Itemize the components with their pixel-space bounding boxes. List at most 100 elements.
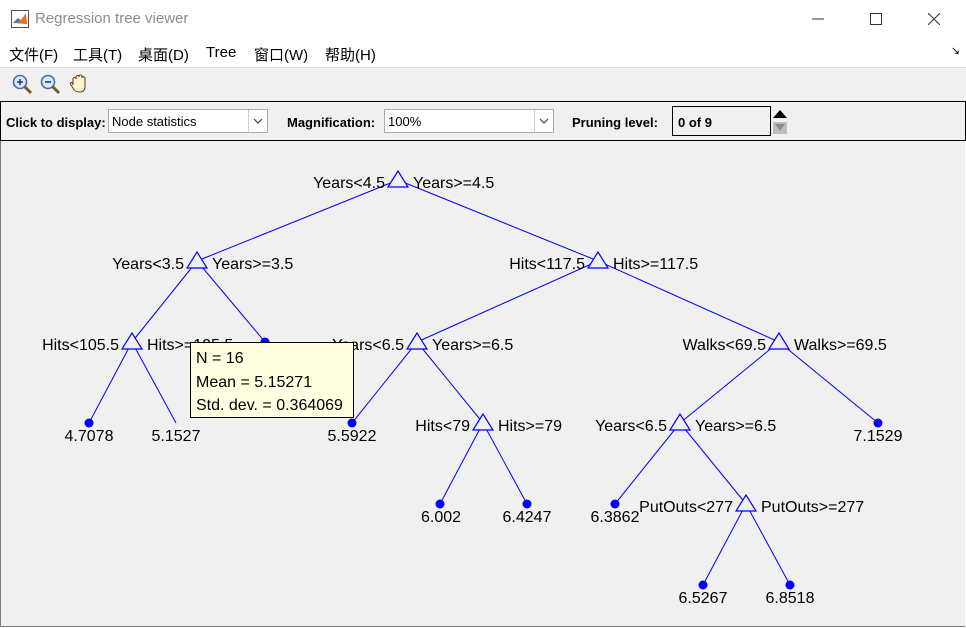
split-label-right: Years>=4.5 (413, 175, 494, 192)
edge (416, 260, 599, 343)
leaf-node-dot[interactable] (435, 499, 445, 509)
edge (614, 422, 681, 505)
split-label-right: Years>=6.5 (432, 337, 513, 354)
leaf-node-dot[interactable] (785, 580, 795, 590)
branch-node-triangle[interactable] (471, 412, 495, 431)
leaf-node-dot[interactable] (347, 418, 357, 428)
split-label-left: Years<4.5 (313, 175, 385, 192)
minimize-icon (812, 18, 824, 20)
split-label-right: Years>=3.5 (212, 256, 293, 273)
branch-node-triangle[interactable] (405, 331, 429, 350)
magnification-label: Magnification: (287, 115, 376, 130)
split-label-left: Hits<117.5 (509, 256, 585, 273)
tooltip-mean: Mean = 5.15271 (196, 373, 313, 391)
edge (439, 422, 484, 505)
edge (679, 341, 780, 424)
display-select[interactable]: Node statistics (108, 109, 268, 133)
menu-tree[interactable]: Tree (206, 44, 237, 61)
edge (416, 341, 484, 424)
pruning-label: Pruning level: (572, 115, 658, 130)
leaf-node-dot[interactable] (84, 418, 94, 428)
split-label-right: Hits>=79 (498, 418, 562, 435)
leaf-value-label: 6.002 (421, 509, 461, 526)
leaf-value-label: 5.1527 (152, 428, 201, 445)
branch-node-triangle[interactable] (185, 250, 209, 269)
edge (745, 503, 791, 586)
split-label-left: Hits<105.5 (42, 337, 119, 354)
display-select-value: Node statistics (112, 114, 197, 129)
control-panel: Click to display: Node statistics Magnif… (0, 101, 966, 141)
pruning-level-value: 0 of 9 (678, 115, 712, 130)
minimize-button[interactable] (798, 6, 838, 32)
menu-help[interactable]: 帮助(H) (325, 47, 376, 64)
edge (397, 179, 599, 262)
split-label-left: Walks<69.5 (683, 337, 767, 354)
leaf-value-label: 4.7078 (65, 428, 114, 445)
edge (131, 341, 177, 424)
window-title: Regression tree viewer (35, 10, 189, 27)
menu-bar: 文件(F) 工具(T) 桌面(D) Tree 窗口(W) 帮助(H) ↘ (0, 38, 966, 66)
split-label-right: Hits>=117.5 (613, 256, 698, 273)
node-statistics-tooltip: N = 16 Mean = 5.15271 Std. dev. = 0.3640… (190, 342, 354, 418)
menu-file[interactable]: 文件(F) (9, 47, 59, 64)
display-label: Click to display: (6, 115, 106, 130)
dock-arrow-icon[interactable]: ↘ (950, 45, 960, 57)
menu-desktop[interactable]: 桌面(D) (138, 47, 189, 64)
pan-hand-icon[interactable] (67, 72, 91, 96)
edge (482, 422, 528, 505)
chevron-down-icon (534, 110, 553, 132)
branch-node-triangle[interactable] (668, 412, 692, 431)
close-icon (928, 13, 940, 25)
leaf-node-dot[interactable] (873, 418, 883, 428)
matlab-logo-icon (11, 10, 29, 28)
branch-node-triangle[interactable] (586, 250, 610, 269)
magnification-select[interactable]: 100% (384, 109, 554, 133)
edge (131, 260, 198, 343)
spin-up-icon[interactable] (773, 110, 787, 118)
edge (351, 341, 418, 424)
leaf-value-label: 6.5267 (679, 590, 728, 607)
split-label-right: PutOuts>=277 (761, 499, 864, 516)
close-button[interactable] (914, 6, 954, 32)
leaf-node-dot[interactable] (522, 499, 532, 509)
toolbar (0, 67, 966, 101)
branch-node-triangle[interactable] (120, 331, 144, 350)
tooltip-count: N = 16 (196, 350, 244, 367)
pruning-level-field: 0 of 9 (672, 106, 771, 136)
edge (778, 341, 879, 424)
branch-node-triangle[interactable] (734, 493, 758, 512)
zoom-in-icon[interactable] (10, 72, 34, 96)
split-label-right: Years>=6.5 (695, 418, 776, 435)
split-label-right: Walks>=69.5 (794, 337, 887, 354)
edge (196, 179, 399, 262)
branch-node-triangle[interactable] (386, 169, 410, 188)
edge (196, 260, 266, 343)
split-label-left: Hits<79 (415, 418, 470, 435)
edge (679, 422, 747, 505)
maximize-icon (870, 13, 882, 25)
menu-window[interactable]: 窗口(W) (254, 47, 309, 64)
leaf-node-dot[interactable] (610, 499, 620, 509)
leaf-node-dot[interactable] (698, 580, 708, 590)
leaf-value-label: 7.1529 (854, 428, 903, 445)
menu-tools[interactable]: 工具(T) (73, 47, 123, 64)
maximize-button[interactable] (856, 6, 896, 32)
tree-canvas[interactable]: Years<4.5 Years>=4.5 Years<3.5 Years>=3.… (0, 141, 965, 627)
split-label-left: Years<3.5 (112, 256, 184, 273)
edge (702, 503, 747, 586)
zoom-out-icon[interactable] (38, 72, 62, 96)
leaf-value-label: 6.4247 (503, 509, 552, 526)
title-bar: Regression tree viewer (0, 0, 966, 38)
split-label-left: PutOuts<277 (639, 499, 733, 516)
split-label-left: Years<6.5 (595, 418, 667, 435)
leaf-value-label: 5.5922 (328, 428, 377, 445)
tooltip-std-dev: Std. dev. = 0.364069 (196, 397, 343, 414)
leaf-value-label: 6.3862 (591, 509, 640, 526)
magnification-select-value: 100% (388, 114, 422, 129)
branch-node-triangle[interactable] (767, 331, 791, 350)
pruning-spinner[interactable] (772, 106, 788, 136)
edge (597, 260, 780, 343)
tree-diagram: Years<4.5 Years>=4.5 Years<3.5 Years>=3.… (42, 169, 903, 607)
leaf-value-label: 6.8518 (766, 590, 815, 607)
tree-edges (88, 179, 879, 586)
